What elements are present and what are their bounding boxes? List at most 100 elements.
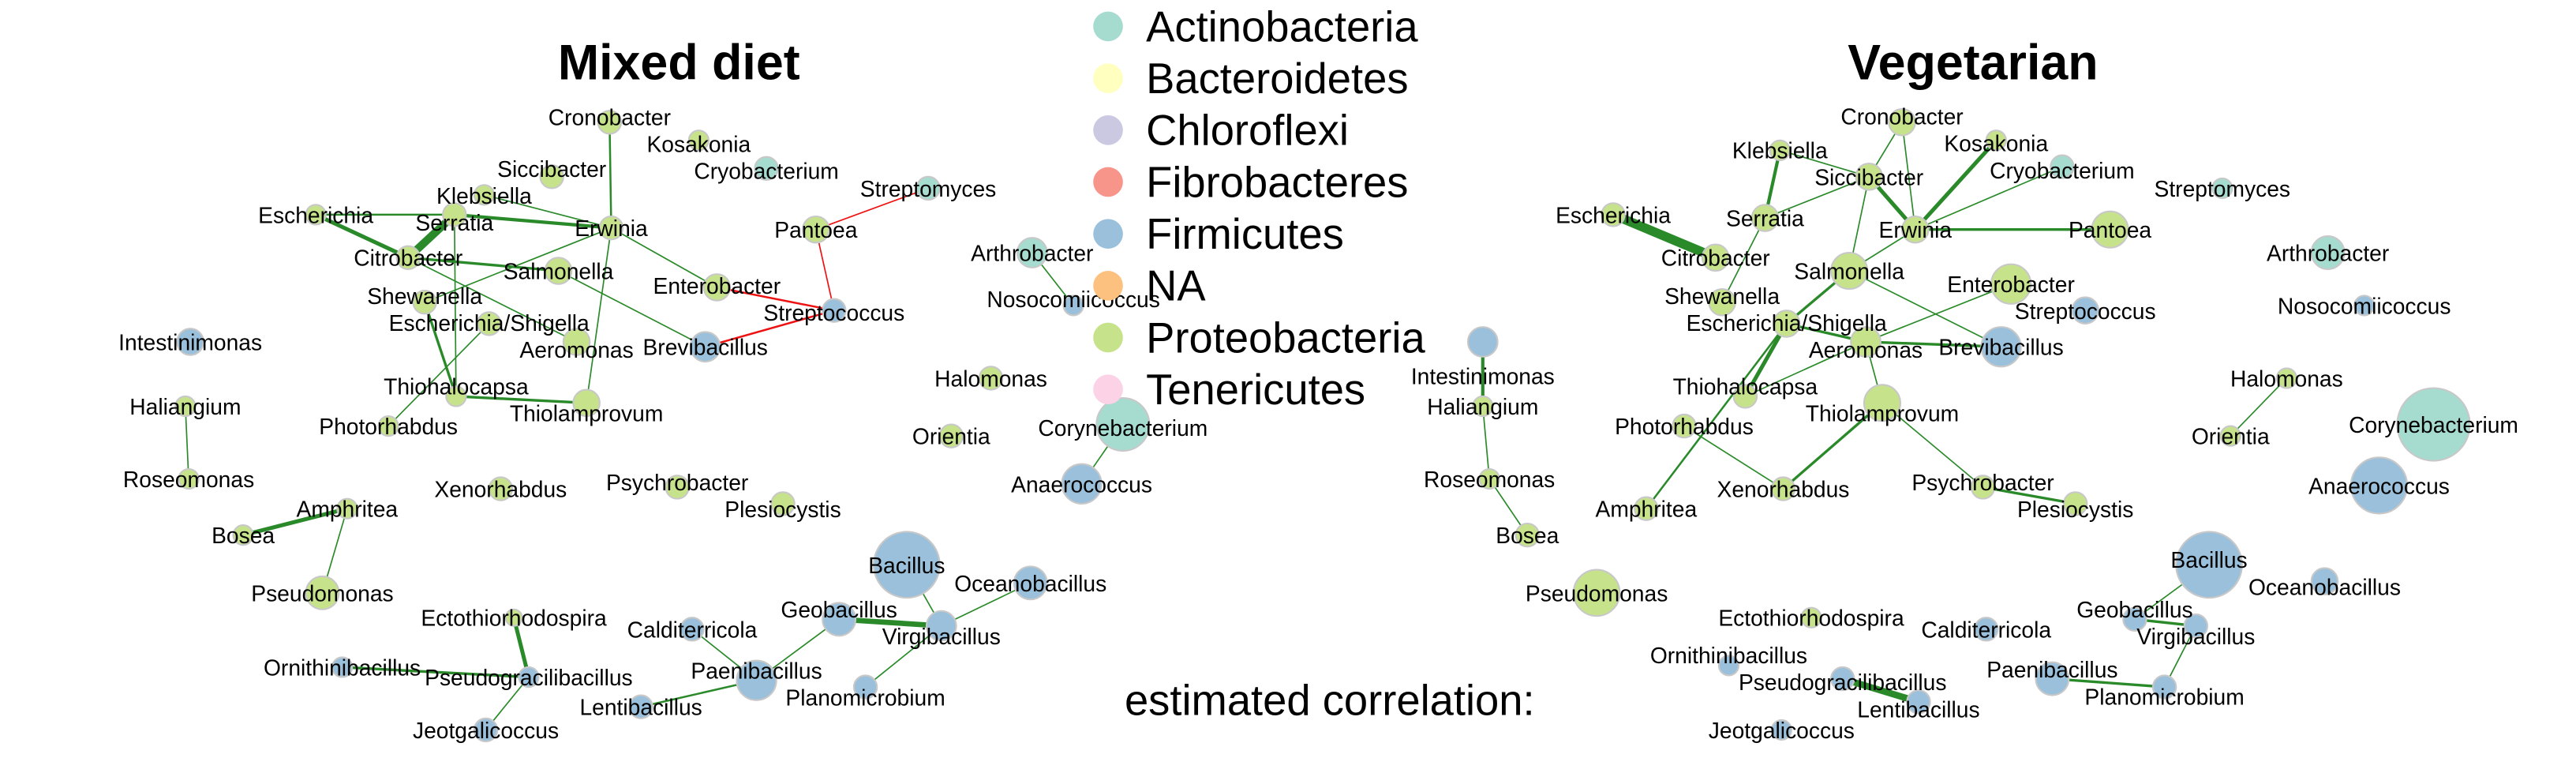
node-jeotgalicoccus[interactable]: [473, 717, 499, 743]
node-halomonas[interactable]: [2275, 367, 2297, 389]
node-intestinimonas[interactable]: [176, 328, 204, 356]
node-halomonas[interactable]: [978, 366, 1004, 391]
node-photorhabdus[interactable]: [1672, 413, 1697, 439]
node-calditerricola[interactable]: [680, 617, 705, 642]
node-cryobacterium[interactable]: [754, 156, 779, 182]
node-siccibacter[interactable]: [539, 164, 564, 190]
node-kosakonia[interactable]: [687, 129, 710, 152]
edge-ornithinibacillus-pseudogracilibacillus: [340, 666, 530, 679]
node-klebsiella[interactable]: [1769, 139, 1791, 161]
node-psychrobacter[interactable]: [665, 475, 690, 500]
node-erwinia[interactable]: [1900, 215, 1930, 244]
node-planomicrobium[interactable]: [852, 674, 878, 700]
node-cronobacter[interactable]: [597, 110, 623, 135]
node-aeromonas[interactable]: [1850, 326, 1881, 358]
node-ornithinibacillus[interactable]: [1717, 655, 1740, 677]
node-pseudomonas[interactable]: [1572, 568, 1621, 617]
node-salmonella[interactable]: [1830, 251, 1869, 291]
node-oceanobacillus[interactable]: [1013, 565, 1048, 601]
node-paenibacillus[interactable]: [736, 659, 777, 701]
node-roseomonas[interactable]: [1478, 467, 1500, 490]
node-corynebacterium[interactable]: [1095, 397, 1151, 452]
node-nosocomiicoccus[interactable]: [1062, 295, 1084, 317]
node-paenibacillus[interactable]: [2035, 661, 2070, 696]
node-geobacillus[interactable]: [2122, 606, 2147, 632]
node-pseudogracilibacillus[interactable]: [518, 666, 540, 689]
node-thiohalocapsa[interactable]: [1732, 384, 1758, 409]
node-virgibacillus[interactable]: [925, 610, 957, 642]
node-geobacillus[interactable]: [822, 602, 857, 637]
node-streptococcus[interactable]: [822, 298, 847, 323]
node-haliangium[interactable]: [1472, 395, 1494, 418]
node-escherichia[interactable]: [1601, 202, 1626, 227]
node-klebsiella[interactable]: [473, 184, 496, 206]
node-escherichia-shigella[interactable]: [477, 311, 502, 336]
node-oceanobacillus[interactable]: [2310, 567, 2339, 595]
node-shewanella[interactable]: [1708, 287, 1736, 317]
node-brevibacillus[interactable]: [689, 331, 721, 363]
node-siccibacter[interactable]: [1855, 163, 1883, 191]
node-pantoea[interactable]: [2091, 210, 2129, 249]
node-streptococcus[interactable]: [2071, 296, 2099, 325]
node-plesiocystis[interactable]: [2062, 491, 2088, 516]
node-lentibacillus[interactable]: [1906, 689, 1931, 715]
node-jeotgalicoccus[interactable]: [1770, 719, 1792, 741]
node-bacillus[interactable]: [872, 531, 941, 599]
node-label-kosakonia: Kosakonia: [646, 131, 751, 156]
node-cryobacterium[interactable]: [2050, 154, 2075, 179]
node-enterobacter[interactable]: [702, 273, 732, 302]
node-escherichia-shigella[interactable]: [1772, 310, 1801, 338]
node-amphritea[interactable]: [336, 497, 358, 520]
node-orientia[interactable]: [938, 423, 964, 448]
node-photorhabdus[interactable]: [377, 415, 399, 437]
node-haliangium[interactable]: [174, 395, 197, 418]
node-ectothiorhodospira[interactable]: [1800, 606, 1822, 629]
node-xenorhabdus[interactable]: [488, 476, 514, 501]
node-thiolamprovum[interactable]: [572, 388, 601, 418]
node-planomicrobium[interactable]: [2151, 674, 2177, 700]
node-citrobacter[interactable]: [1701, 243, 1730, 272]
node-arthrobacter[interactable]: [1016, 237, 1048, 268]
node-pseudomonas[interactable]: [305, 575, 340, 610]
node-pantoea[interactable]: [802, 215, 830, 244]
node-bosea[interactable]: [232, 524, 254, 546]
node-brevibacillus[interactable]: [1980, 326, 2022, 368]
node-xenorhabdus[interactable]: [1770, 476, 1796, 501]
node-pseudogracilibacillus[interactable]: [1830, 666, 1855, 692]
node-anaerococcus[interactable]: [2349, 456, 2409, 515]
node-roseomonas[interactable]: [178, 467, 200, 490]
node-enterobacter[interactable]: [1990, 263, 2032, 305]
node-corynebacterium[interactable]: [2396, 387, 2471, 462]
node-bosea[interactable]: [1515, 522, 1540, 548]
node-virgibacillus[interactable]: [2183, 613, 2209, 639]
node-anaerococcus[interactable]: [1061, 463, 1103, 505]
node-serratia[interactable]: [1750, 204, 1780, 232]
node-amphritea[interactable]: [1634, 496, 1659, 521]
node-thiolamprovum[interactable]: [1863, 384, 1901, 422]
edge-pseudogracilibacillus-lentibacillus: [1839, 675, 1923, 706]
node-thiohalocapsa[interactable]: [445, 385, 467, 407]
node-orientia[interactable]: [2219, 425, 2241, 447]
node-serratia[interactable]: [442, 202, 467, 227]
node-salmonella[interactable]: [544, 257, 573, 285]
node-aeromonas[interactable]: [562, 328, 591, 356]
node-plesiocystis[interactable]: [770, 491, 796, 516]
node-arthrobacter[interactable]: [2310, 235, 2346, 270]
node-streptomyces[interactable]: [915, 175, 941, 201]
node-lentibacillus[interactable]: [628, 694, 653, 719]
node-intestinimonas[interactable]: [1466, 326, 1499, 358]
node-citrobacter[interactable]: [395, 245, 421, 270]
node-shewanella[interactable]: [412, 290, 437, 315]
node-escherichia[interactable]: [305, 204, 327, 226]
node-ectothiorhodospira[interactable]: [504, 608, 523, 627]
node-bacillus[interactable]: [2175, 531, 2243, 599]
node-calditerricola[interactable]: [1974, 617, 1999, 642]
node-label-thiohalocapsa: Thiohalocapsa: [1673, 374, 1818, 400]
node-kosakonia[interactable]: [1985, 129, 2007, 152]
node-ornithinibacillus[interactable]: [331, 656, 354, 678]
node-cronobacter[interactable]: [1888, 107, 1916, 137]
node-erwinia[interactable]: [598, 215, 624, 241]
node-streptomyces[interactable]: [2211, 177, 2233, 200]
node-psychrobacter[interactable]: [1970, 475, 1996, 500]
node-nosocomiicoccus[interactable]: [2353, 295, 2376, 317]
